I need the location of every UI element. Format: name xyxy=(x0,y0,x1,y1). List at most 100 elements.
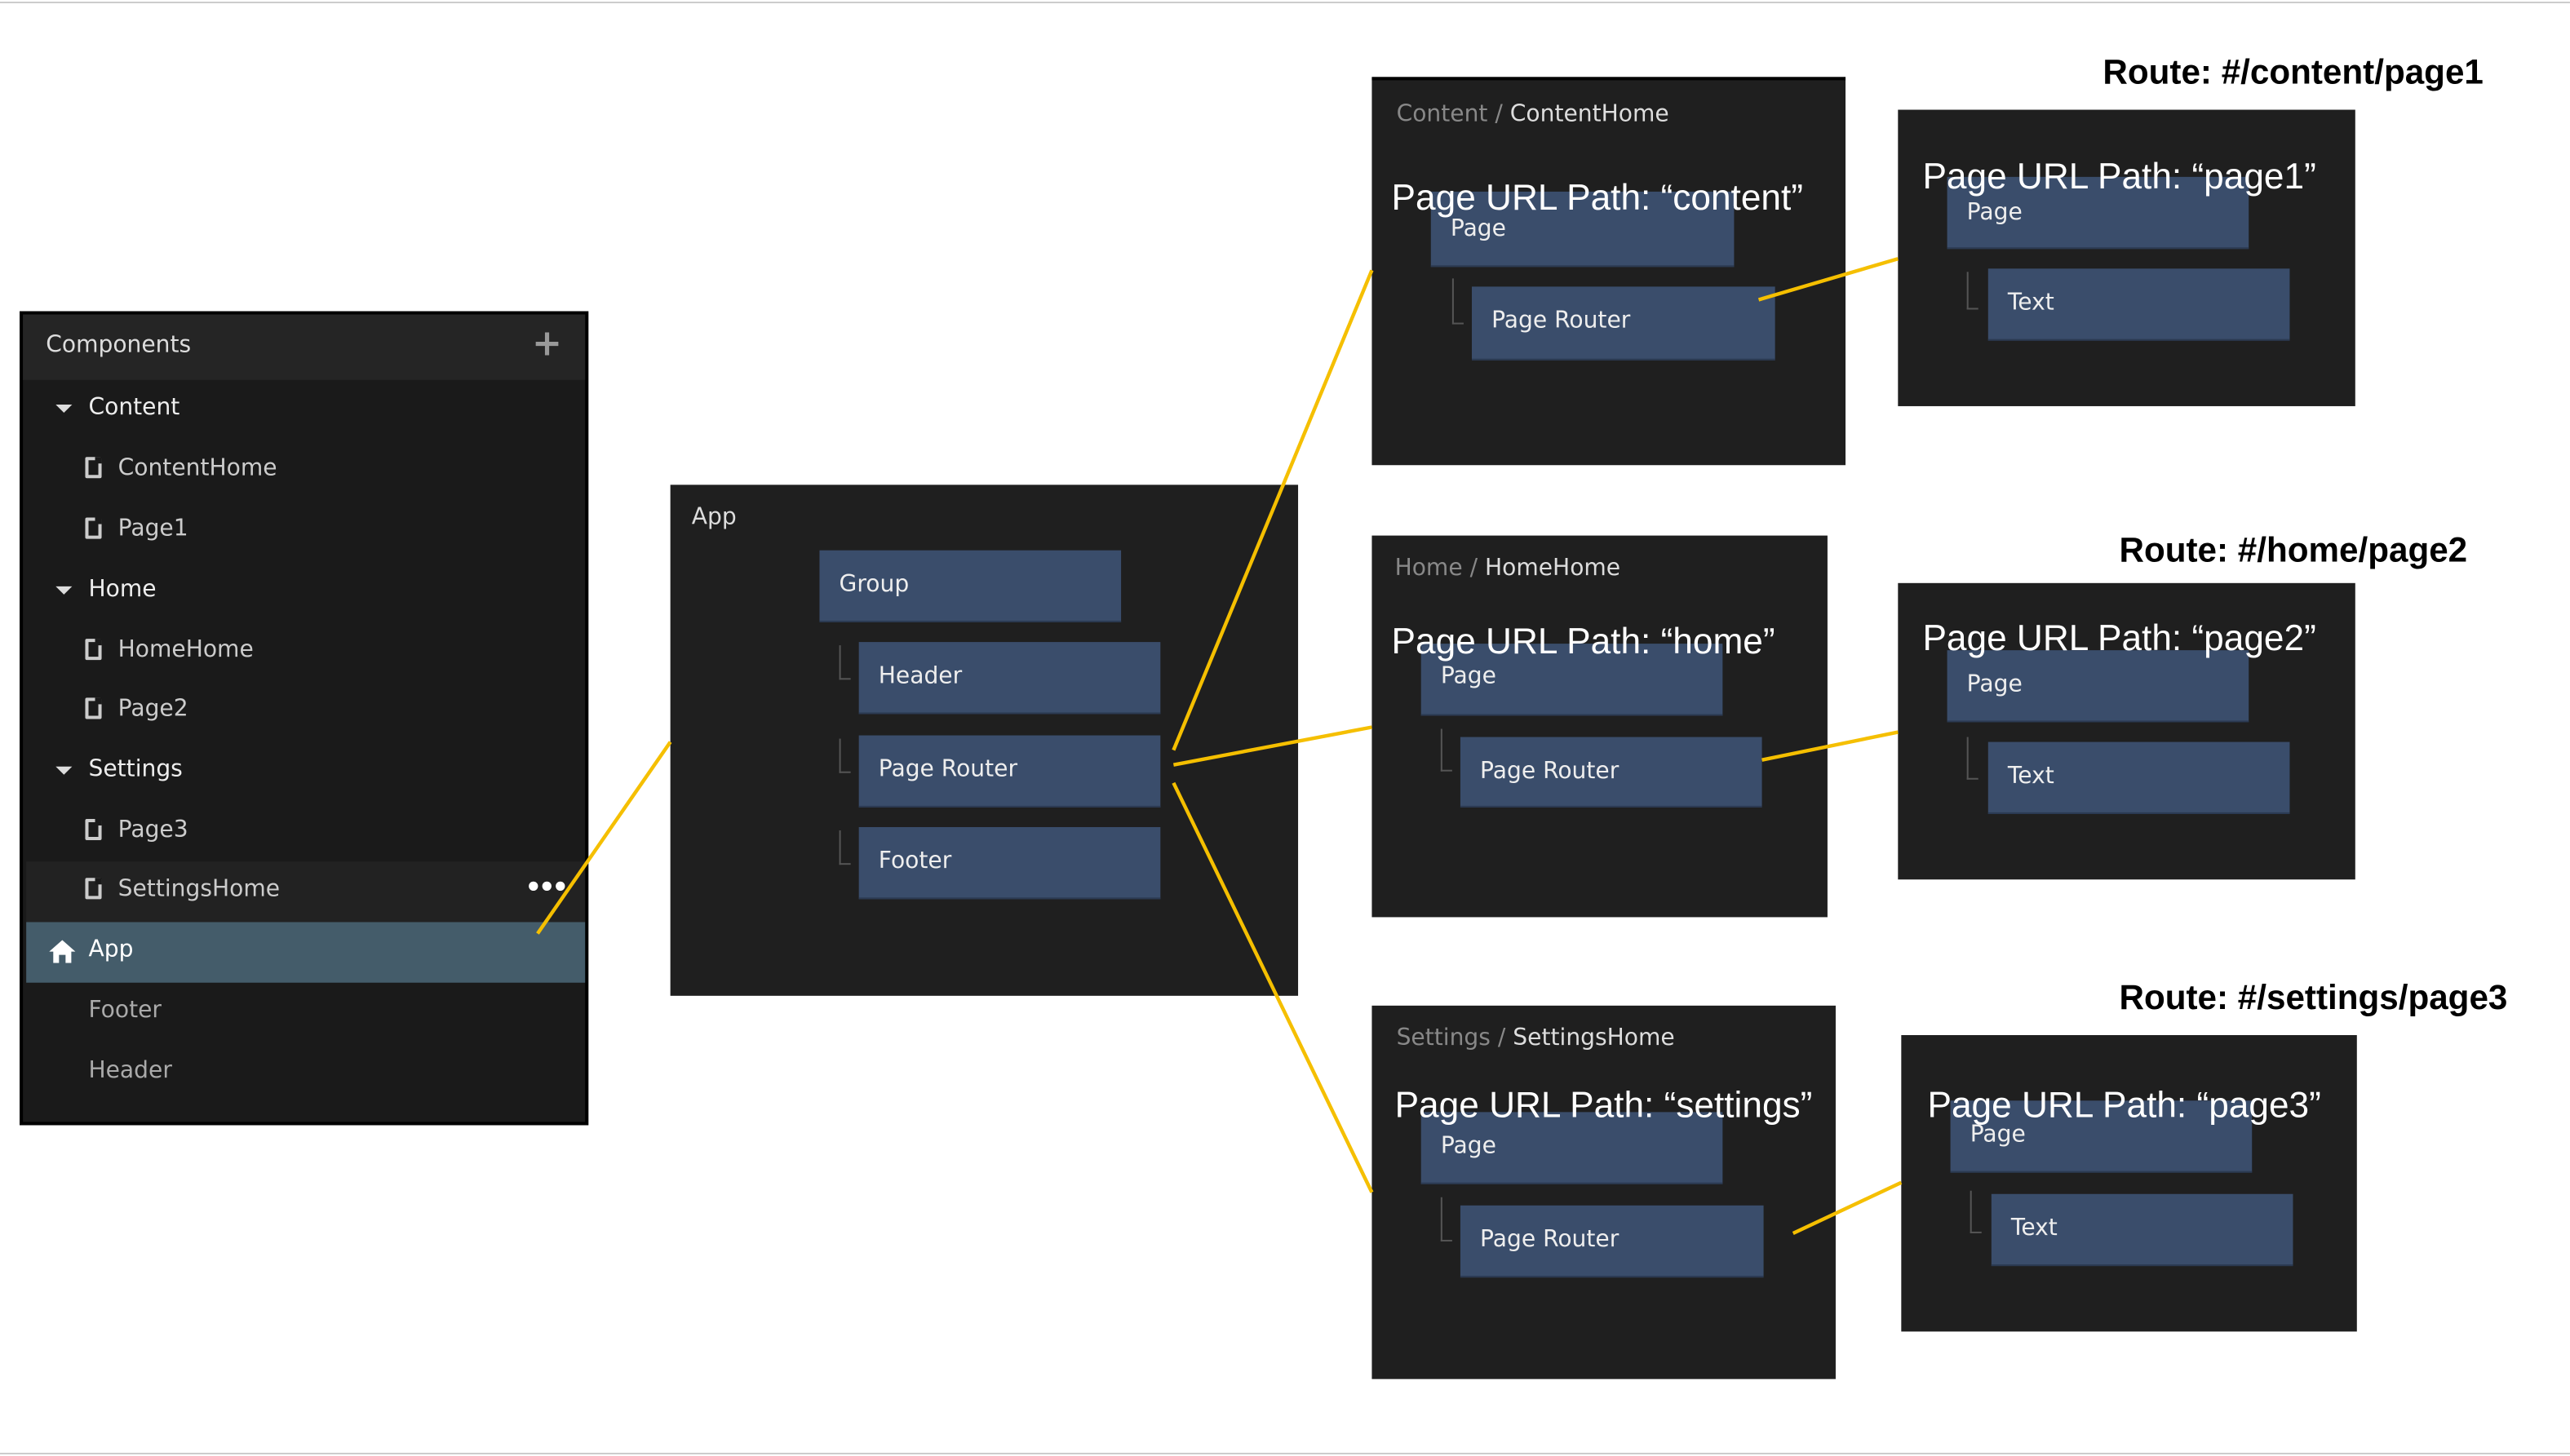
page-block[interactable]: Page xyxy=(1947,650,2249,723)
tree-item-settingshome[interactable]: SettingsHome ••• xyxy=(26,861,586,923)
url-path-label: Page URL Path: “content” xyxy=(1391,176,1804,219)
breadcrumb: Content / ContentHome xyxy=(1397,101,1669,127)
divider xyxy=(0,2,2570,4)
tree-folder-settings[interactable]: Settings xyxy=(26,742,585,803)
block-label: Header xyxy=(878,663,963,690)
header-block[interactable]: Header xyxy=(858,642,1161,715)
tree-item-footer[interactable]: Footer xyxy=(26,983,585,1043)
block-label: Page xyxy=(1440,1133,1496,1160)
url-path-label: Page URL Path: “settings” xyxy=(1394,1084,1813,1126)
page-block[interactable]: Page xyxy=(1950,1100,2253,1173)
tree-item-page1[interactable]: Page1 xyxy=(26,501,585,561)
tree-item-header[interactable]: Header xyxy=(26,1043,585,1104)
page-icon xyxy=(85,697,102,719)
block-label: Page xyxy=(1970,1122,2026,1148)
page-icon xyxy=(85,818,102,841)
page-router-block[interactable]: Page Router xyxy=(858,735,1161,808)
block-label: Page xyxy=(1440,663,1496,690)
plus-icon[interactable]: + xyxy=(532,324,563,365)
page3-panel: Page URL Path: “page3” Page Text xyxy=(1901,1034,2357,1332)
page-block[interactable]: Page xyxy=(1420,1112,1723,1184)
tree-connector xyxy=(1966,737,1978,780)
page-router-block[interactable]: Page Router xyxy=(1460,1205,1764,1278)
group-block[interactable]: Group xyxy=(819,550,1122,623)
components-header: Components + xyxy=(23,314,586,380)
tree-connector xyxy=(839,738,851,773)
tree-label: HomeHome xyxy=(117,637,254,664)
divider xyxy=(0,1453,2570,1455)
breadcrumb-parent: Settings / xyxy=(1396,1025,1513,1052)
block-label: Page xyxy=(1966,671,2023,698)
tree-label: Footer xyxy=(88,997,162,1024)
block-label: Page Router xyxy=(878,756,1018,783)
block-label: Footer xyxy=(878,848,952,875)
page-router-block[interactable]: Page Router xyxy=(1460,737,1762,808)
route-label: Route: #/home/page2 xyxy=(2119,532,2468,570)
page-block[interactable]: Page xyxy=(1947,176,2249,250)
block-label: Page Router xyxy=(1480,758,1620,785)
page-icon xyxy=(85,517,102,539)
route-label: Route: #/content/page1 xyxy=(2103,54,2484,92)
breadcrumb-current: HomeHome xyxy=(1485,555,1621,582)
page-block[interactable]: Page xyxy=(1420,644,1723,716)
breadcrumb-current: SettingsHome xyxy=(1513,1025,1675,1052)
settingshome-panel: Settings / SettingsHome Page URL Path: “… xyxy=(1371,1005,1836,1379)
url-path-label: Page URL Path: “home” xyxy=(1391,620,1775,662)
tree-connector xyxy=(1451,278,1464,325)
tree-label: Page1 xyxy=(117,516,188,542)
page-icon xyxy=(85,639,102,661)
page1-panel: Page URL Path: “page1” Page Text xyxy=(1898,109,2355,406)
tree-label: Home xyxy=(88,576,157,603)
page-icon xyxy=(85,878,102,900)
tree-label: Header xyxy=(88,1058,172,1085)
tree-label: Content xyxy=(88,394,180,422)
app-panel: App Group Header Page Router Footer xyxy=(670,485,1299,996)
tree-label: Page3 xyxy=(117,817,188,844)
breadcrumb-parent: Home / xyxy=(1394,555,1486,582)
breadcrumb-current: ContentHome xyxy=(1509,101,1669,128)
tree-label: Settings xyxy=(88,756,183,783)
tree-connector xyxy=(839,645,851,680)
block-label: Page Router xyxy=(1480,1226,1620,1254)
more-icon[interactable]: ••• xyxy=(525,871,569,903)
text-block[interactable]: Text xyxy=(1987,268,2290,341)
components-title: Components xyxy=(46,332,192,359)
tree-label: Page2 xyxy=(117,696,188,723)
caret-down-icon[interactable] xyxy=(55,586,73,595)
url-path-label: Page URL Path: “page2” xyxy=(1922,617,2316,659)
tree-item-homehome[interactable]: HomeHome xyxy=(26,622,585,683)
tree-item-page3[interactable]: Page3 xyxy=(26,803,585,863)
tree-item-app[interactable]: App xyxy=(26,922,586,983)
tree-folder-content[interactable]: Content xyxy=(26,380,585,440)
block-label: Page xyxy=(1450,216,1506,243)
tree-item-page2[interactable]: Page2 xyxy=(26,681,585,741)
block-label: Group xyxy=(839,571,910,598)
breadcrumb: Home / HomeHome xyxy=(1395,555,1621,582)
text-block[interactable]: Text xyxy=(1991,1193,2293,1267)
page-router-block[interactable]: Page Router xyxy=(1471,286,1775,361)
url-path-label: Page URL Path: “page1” xyxy=(1922,155,2316,197)
caret-down-icon[interactable] xyxy=(55,766,73,775)
block-label: Text xyxy=(2010,1215,2058,1241)
page-icon xyxy=(85,457,102,479)
app-title: App xyxy=(691,504,737,531)
caret-down-icon[interactable] xyxy=(55,404,73,413)
homehome-panel: Home / HomeHome Page URL Path: “home” Pa… xyxy=(1371,535,1828,918)
breadcrumb-parent: Content / xyxy=(1396,101,1510,128)
text-block[interactable]: Text xyxy=(1987,741,2290,814)
block-label: Page Router xyxy=(1491,308,1631,334)
url-path-label: Page URL Path: “page3” xyxy=(1927,1084,2321,1126)
breadcrumb: Settings / SettingsHome xyxy=(1397,1025,1675,1051)
tree-label: App xyxy=(88,936,134,963)
tree-label: SettingsHome xyxy=(117,876,281,903)
tree-folder-home[interactable]: Home xyxy=(26,562,585,622)
tree-connector xyxy=(1966,272,1978,310)
contenthome-panel: Content / ContentHome Page URL Path: “co… xyxy=(1371,77,1846,466)
home-icon xyxy=(49,940,76,963)
route-label: Route: #/settings/page3 xyxy=(2119,979,2508,1017)
page-block[interactable]: Page xyxy=(1430,191,1735,268)
tree-connector xyxy=(1440,1197,1452,1241)
tree-item-contenthome[interactable]: ContentHome xyxy=(26,440,585,501)
footer-block[interactable]: Footer xyxy=(858,826,1161,900)
